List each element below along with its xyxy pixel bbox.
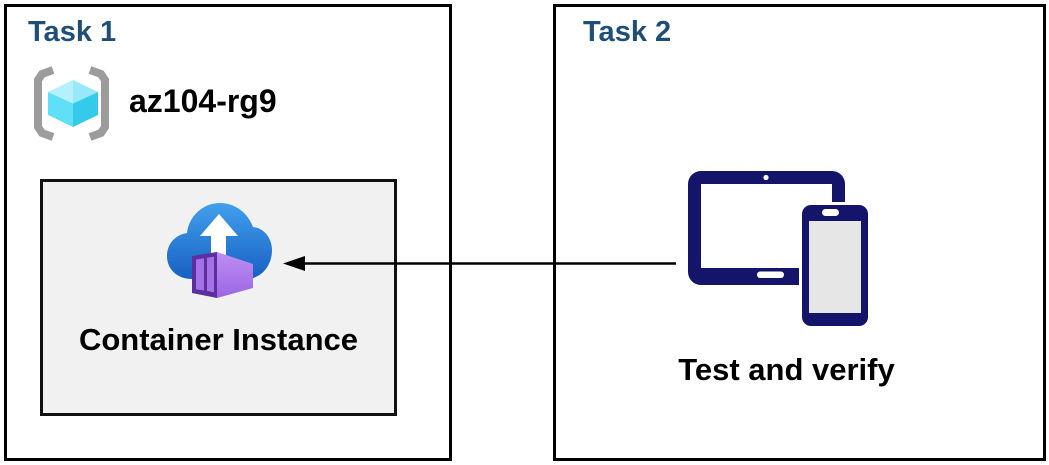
container-instance-label: Container Instance — [78, 322, 359, 357]
resource-group-icon — [34, 66, 109, 141]
container-instance-box: Container Instance — [40, 179, 397, 416]
container-instance-icon — [166, 203, 272, 298]
resource-group-name: az104-rg9 — [129, 83, 277, 119]
task2-title: Task 2 — [583, 16, 672, 48]
devices-label: Test and verify — [678, 352, 895, 387]
task2-box: Task 2 Test and verify — [553, 4, 1046, 461]
devices-icon — [688, 171, 871, 329]
task1-title: Task 1 — [28, 16, 117, 48]
task1-box: Task 1 az104-rg9 — [4, 4, 452, 461]
